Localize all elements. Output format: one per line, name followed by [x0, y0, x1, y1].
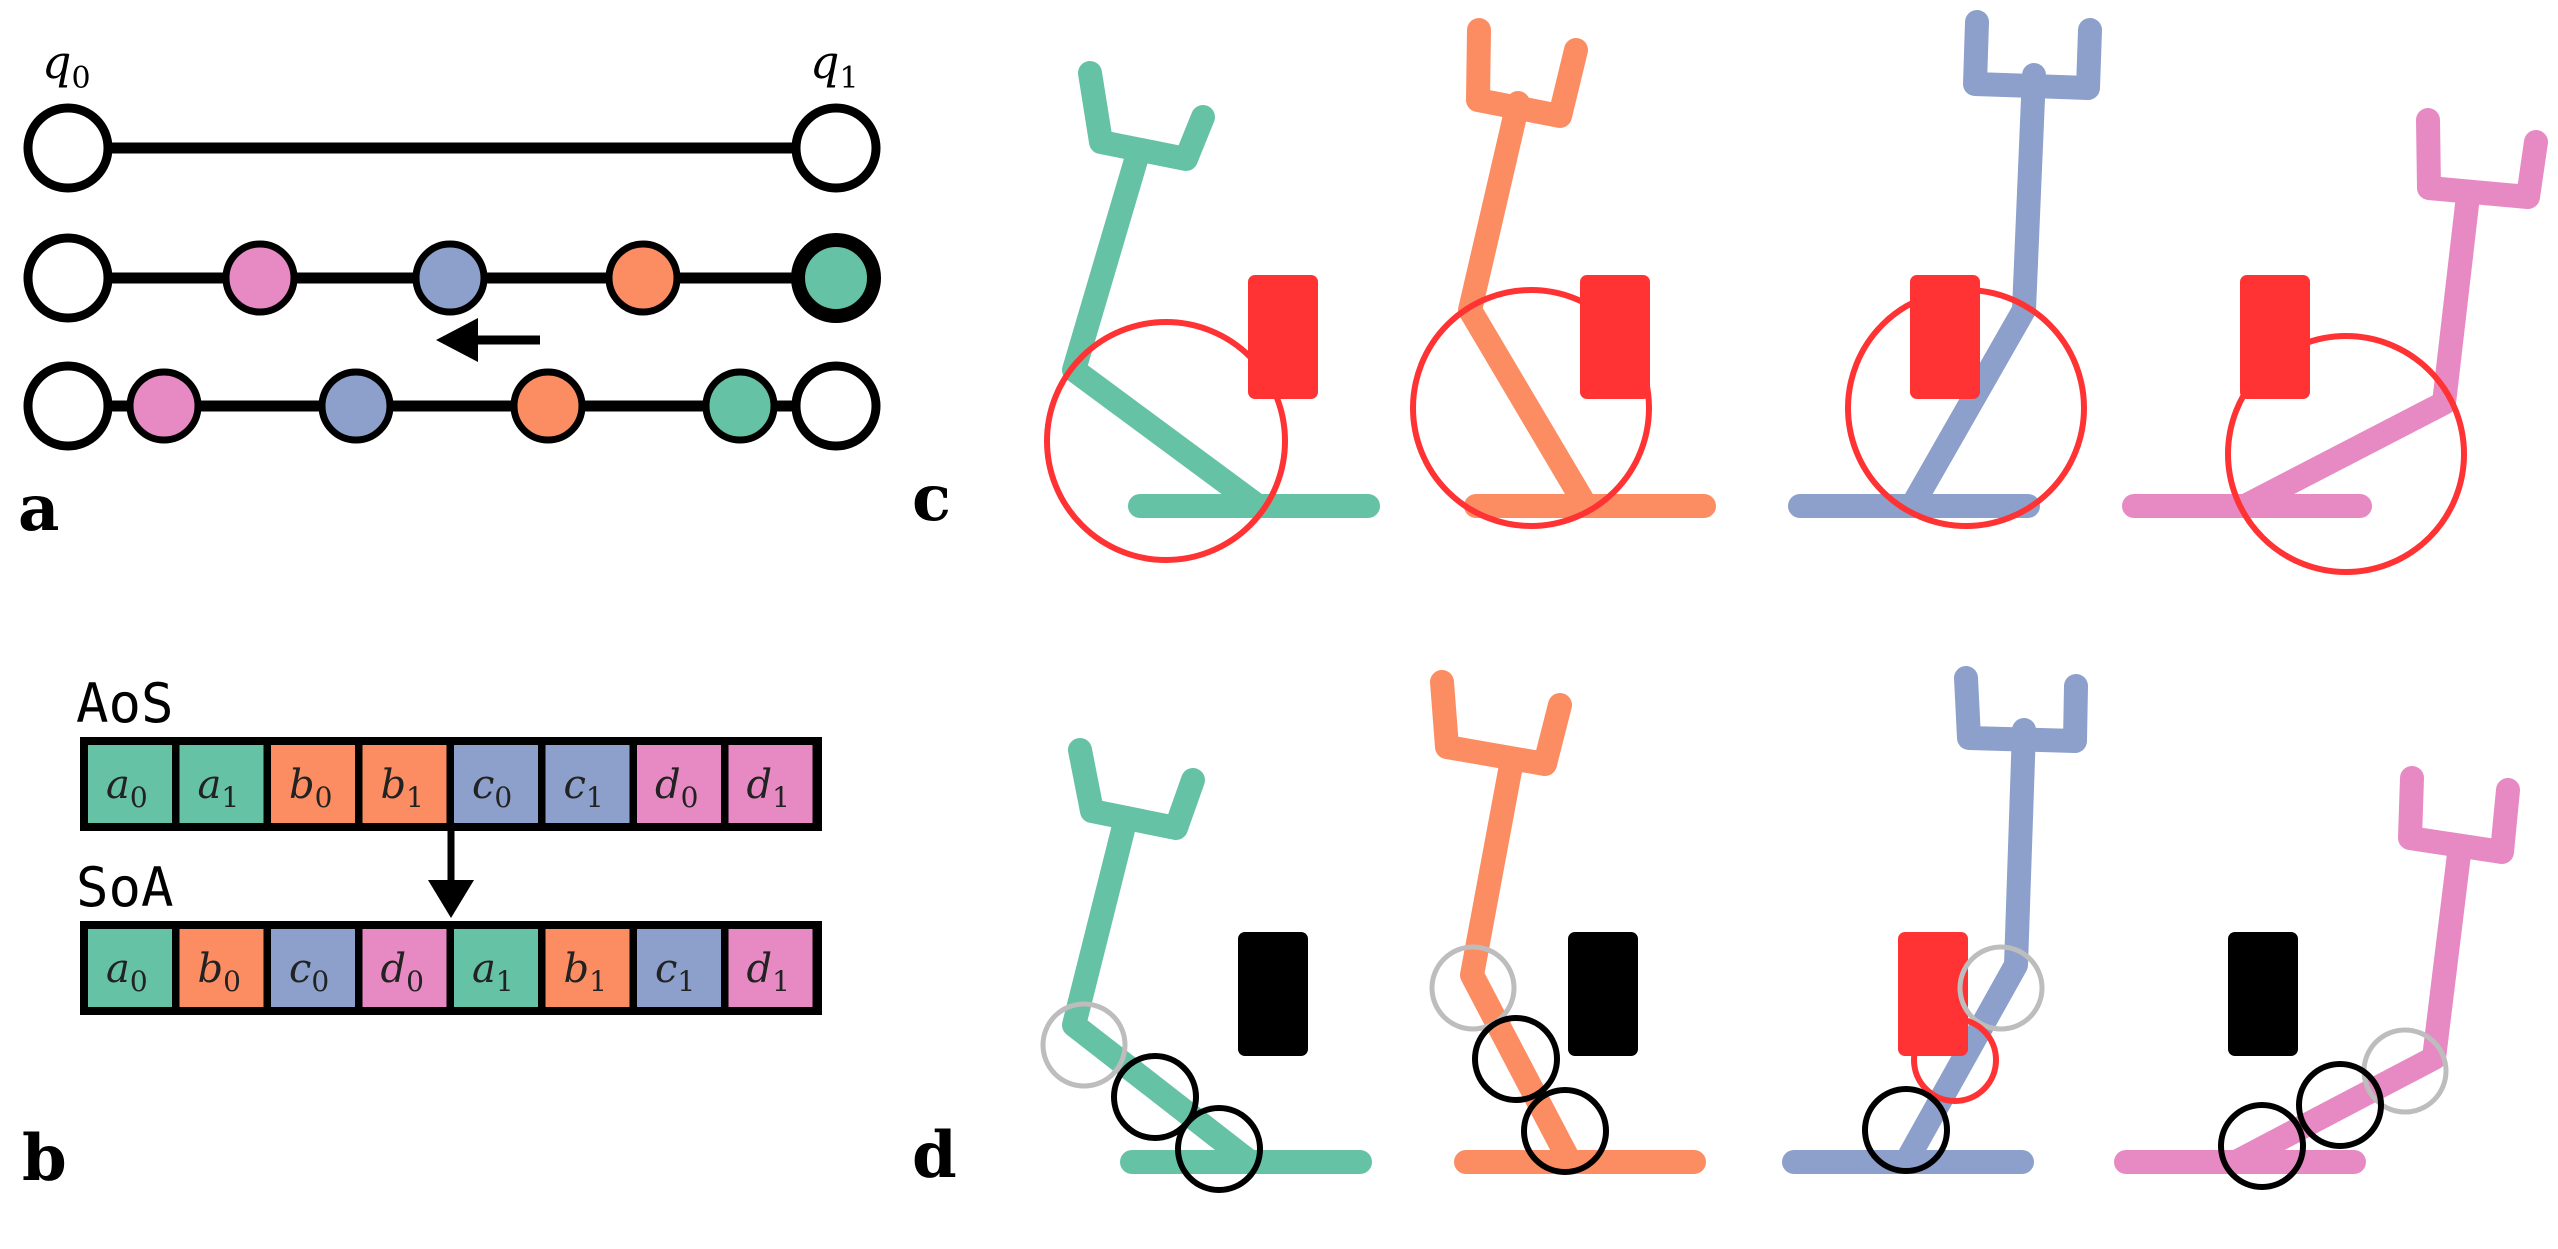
collision-sphere	[1111, 1053, 1199, 1141]
sample-node	[702, 368, 778, 444]
collision-sphere-inactive	[1040, 1001, 1128, 1089]
obstacle	[2228, 932, 2298, 1056]
obstacle	[2240, 275, 2310, 399]
cell-label: c0	[289, 946, 329, 998]
robot-arm	[2114, 766, 2520, 1174]
robot-arm	[1788, 10, 2102, 518]
panel-label-d: d	[912, 1118, 957, 1193]
collision-sphere	[1044, 319, 1288, 563]
robot-arm	[1782, 666, 2088, 1174]
array-cell	[545, 745, 630, 823]
panel-b: AoS a0 a1 b0 b1 c0 c1 d0 d1 SoA a0 b0 c0 d0 a1 b1 c1 d…	[22, 672, 822, 1196]
obstacle	[1568, 932, 1638, 1056]
collision-sphere	[1845, 287, 2087, 529]
start-node	[23, 103, 113, 193]
end-node	[791, 361, 881, 451]
collision-sphere	[2218, 1102, 2306, 1190]
sample-node	[510, 368, 586, 444]
sample-node	[126, 368, 202, 444]
sample-node	[791, 233, 881, 323]
panel-a: q0 q1 a	[18, 35, 881, 546]
cell-label: b1	[564, 946, 607, 998]
aos-cells: a0 a1 b0 b1 c0 c1 d0 d1	[88, 745, 813, 823]
array-cell	[728, 745, 813, 823]
array-cell	[637, 929, 721, 1007]
aos-label: AoS	[76, 672, 174, 735]
collision-sphere-inactive	[1957, 944, 2045, 1032]
cell-label: d0	[381, 946, 424, 998]
obstacle	[1910, 275, 1980, 399]
array-cell	[88, 745, 172, 823]
array-cell	[88, 929, 172, 1007]
obstacle	[1248, 275, 1318, 399]
cell-label: b1	[381, 762, 424, 814]
array-cell	[271, 929, 355, 1007]
cell-label: a1	[198, 762, 240, 814]
arrow-head	[436, 318, 478, 362]
array-cell	[454, 929, 538, 1007]
cell-label: d0	[655, 762, 698, 814]
cell-label: c1	[564, 762, 604, 814]
collision-sphere	[1521, 1087, 1609, 1175]
collision-sphere	[1410, 287, 1652, 529]
array-cell	[362, 929, 447, 1007]
sample-node	[605, 240, 681, 316]
soa-label: SoA	[76, 856, 174, 919]
sample-node	[412, 240, 488, 316]
array-cell	[728, 929, 813, 1007]
collision-sphere	[1862, 1086, 1950, 1174]
array-cell	[271, 745, 355, 823]
cell-label: a0	[106, 762, 148, 814]
array-cell	[545, 929, 630, 1007]
robot-arm	[1062, 61, 1380, 518]
cell-label: c0	[472, 762, 512, 814]
collision-sphere	[1175, 1105, 1263, 1193]
sample-node	[222, 240, 298, 316]
panel-d: d	[912, 666, 2520, 1193]
array-cell	[637, 745, 721, 823]
collision-sphere	[1472, 1015, 1560, 1103]
panel-label-c: c	[912, 461, 951, 536]
cell-label: a1	[472, 946, 514, 998]
robot-arm	[2122, 108, 2548, 518]
start-node	[23, 361, 113, 451]
cell-label: d1	[747, 762, 790, 814]
cell-label: c1	[655, 946, 695, 998]
cell-label: a0	[106, 946, 148, 998]
end-node	[791, 103, 881, 193]
robot-arm	[1458, 18, 1716, 518]
q0-label: q0	[42, 35, 91, 96]
panel-label-a: a	[18, 471, 59, 546]
cell-label: b0	[289, 762, 332, 814]
arrow-head	[428, 880, 474, 918]
obstacle	[1238, 932, 1308, 1056]
array-cell	[179, 745, 264, 823]
cell-label: d1	[747, 946, 790, 998]
panel-label-b: b	[22, 1121, 67, 1196]
collision-sphere	[2225, 333, 2467, 575]
start-node	[23, 233, 113, 323]
collision-sphere-hit	[1911, 1016, 1999, 1104]
sample-node	[318, 368, 394, 444]
collision-sphere-inactive	[1429, 944, 1517, 1032]
cell-label: b0	[198, 946, 241, 998]
array-cell	[454, 745, 538, 823]
soa-cells: a0 b0 c0 d0 a1 b1 c1 d1	[88, 929, 813, 1007]
obstacle	[1580, 275, 1650, 399]
panel-c: c	[912, 10, 2548, 575]
collision-sphere	[2296, 1061, 2384, 1149]
q1-label: q1	[810, 35, 859, 96]
array-cell	[362, 745, 447, 823]
array-cell	[179, 929, 264, 1007]
obstacle	[1898, 932, 1968, 1056]
